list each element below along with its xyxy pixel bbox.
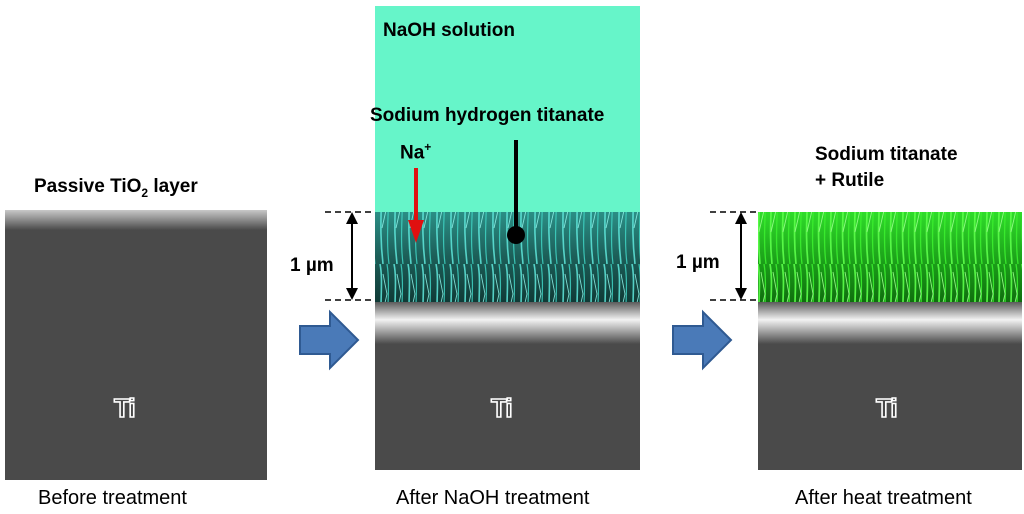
oxide-band bbox=[758, 300, 1022, 344]
thickness-marker-right bbox=[710, 211, 758, 301]
rutile-label: + Rutile bbox=[815, 170, 885, 191]
panel-after-naoh bbox=[375, 6, 640, 470]
process-arrow-2 bbox=[672, 309, 733, 371]
na-ion-arrowhead bbox=[408, 220, 424, 243]
na-ion-label: Na+ bbox=[400, 140, 432, 164]
naoh-solution-area bbox=[375, 6, 640, 212]
passive-layer-label: Passive TiO2 layer bbox=[34, 176, 198, 200]
thickness-marker-left bbox=[325, 211, 375, 301]
thickness-label-left: 1 µm bbox=[290, 255, 334, 276]
pointer-dot bbox=[507, 226, 525, 244]
nanofiber-texture bbox=[758, 212, 1022, 302]
thickness-label-right: 1 µm bbox=[676, 252, 720, 273]
titanium-label-3: Ti bbox=[875, 392, 898, 424]
sodium-hydrogen-titanate-label: Sodium hydrogen titanate bbox=[370, 105, 605, 126]
sodium-titanate-label: Sodium titanate bbox=[815, 144, 958, 165]
passive-oxide-layer bbox=[5, 210, 267, 230]
titanium-label-2: Ti bbox=[490, 392, 513, 424]
process-arrow-1 bbox=[299, 309, 360, 371]
titanium-label-1: Ti bbox=[113, 392, 136, 424]
oxide-band bbox=[375, 300, 640, 344]
caption-after-heat: After heat treatment bbox=[795, 487, 972, 509]
panel-after-heat bbox=[758, 212, 1022, 470]
titanium-block bbox=[5, 210, 267, 480]
panel-before-treatment bbox=[5, 210, 267, 480]
caption-before-treatment: Before treatment bbox=[38, 487, 187, 509]
naoh-solution-label: NaOH solution bbox=[383, 20, 515, 41]
caption-after-naoh: After NaOH treatment bbox=[396, 487, 590, 509]
